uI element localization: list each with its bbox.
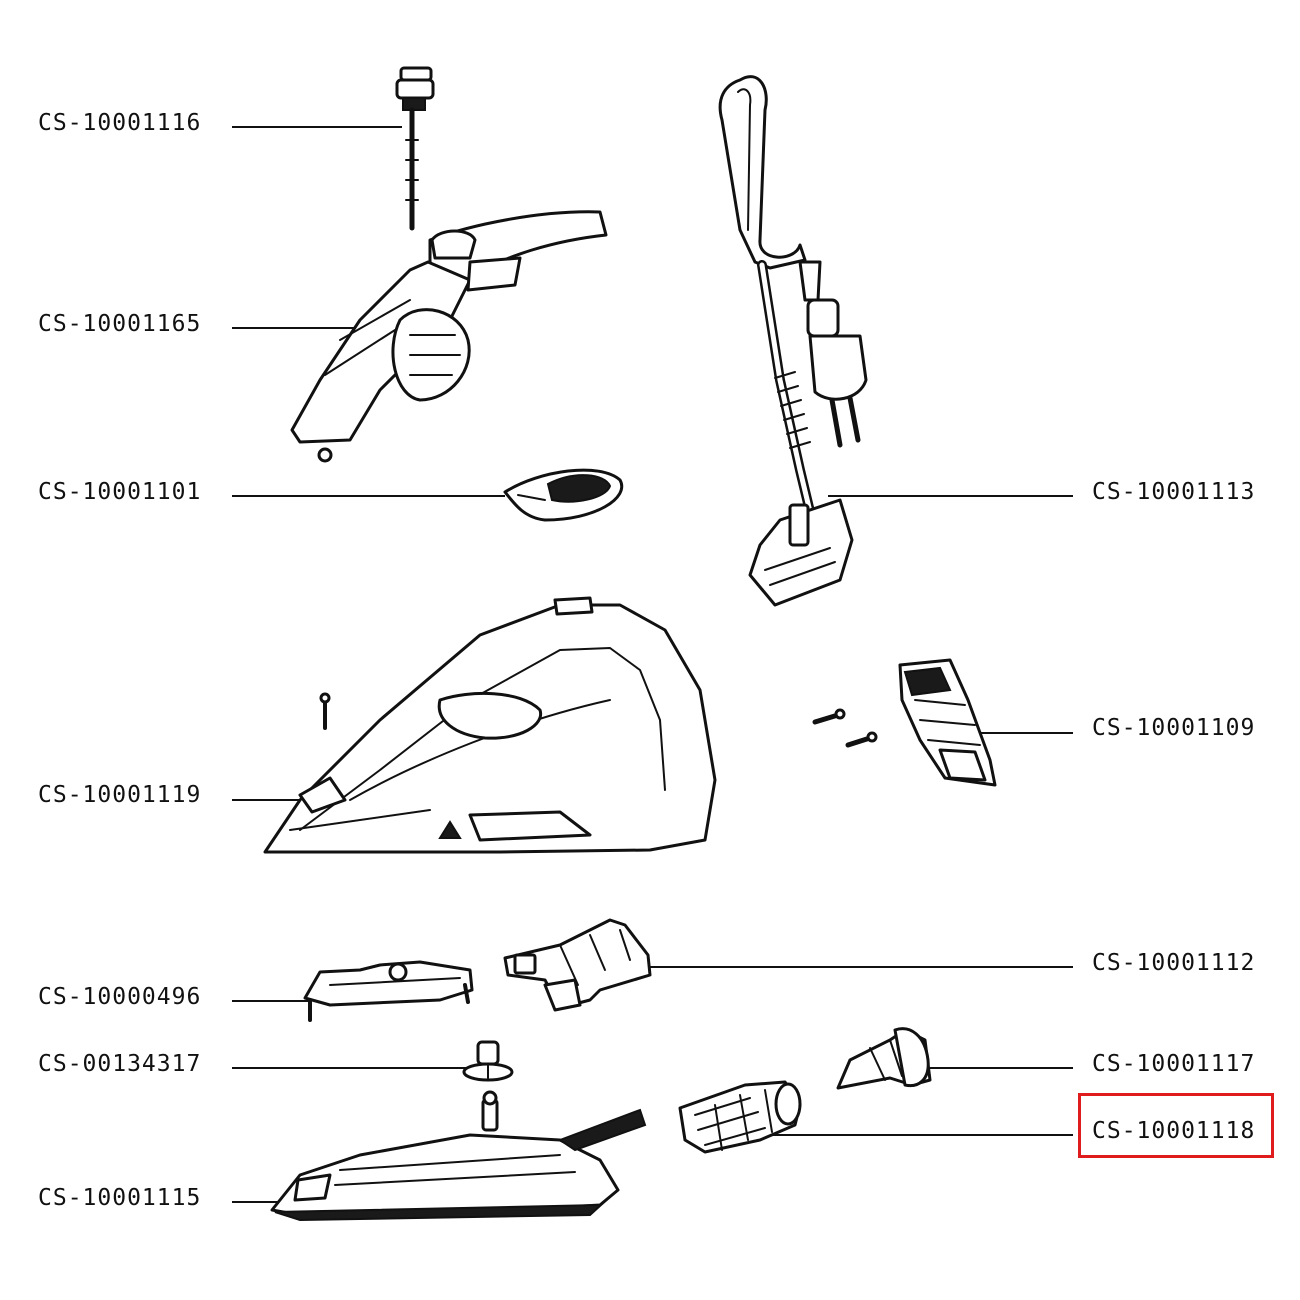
part-drawing-1118 (678, 1080, 802, 1154)
part-label-0496[interactable]: CS-10000496 (38, 984, 202, 1010)
part-drawing-1113 (718, 75, 868, 607)
part-label-1101[interactable]: CS-10001101 (38, 479, 202, 505)
part-drawing-1119 (263, 596, 717, 854)
part-drawing-1109 (812, 658, 997, 787)
part-label-1117[interactable]: CS-10001117 (1092, 1051, 1256, 1077)
part-label-1109[interactable]: CS-10001109 (1092, 715, 1256, 741)
part-label-1165[interactable]: CS-10001165 (38, 311, 202, 337)
selected-part-highlight (1078, 1093, 1274, 1158)
part-label-1112[interactable]: CS-10001112 (1092, 950, 1256, 976)
part-drawing-0496 (303, 960, 474, 1022)
part-label-1113[interactable]: CS-10001113 (1092, 479, 1256, 505)
part-drawing-1116 (395, 66, 435, 231)
part-drawing-1112 (503, 918, 652, 1012)
part-drawing-1115 (270, 1090, 647, 1222)
part-drawing-1101 (503, 468, 624, 522)
part-drawing-1117 (836, 1027, 932, 1090)
part-label-1119[interactable]: CS-10001119 (38, 782, 202, 808)
part-label-1118[interactable]: CS-10001118 (1092, 1118, 1256, 1144)
leader-lines (232, 126, 1073, 1203)
part-drawing-1165 (290, 210, 608, 463)
part-label-1115[interactable]: CS-10001115 (38, 1185, 202, 1211)
part-label-4317[interactable]: CS-00134317 (38, 1051, 202, 1077)
part-label-1116[interactable]: CS-10001116 (38, 110, 202, 136)
part-drawing-4317 (462, 1040, 514, 1082)
